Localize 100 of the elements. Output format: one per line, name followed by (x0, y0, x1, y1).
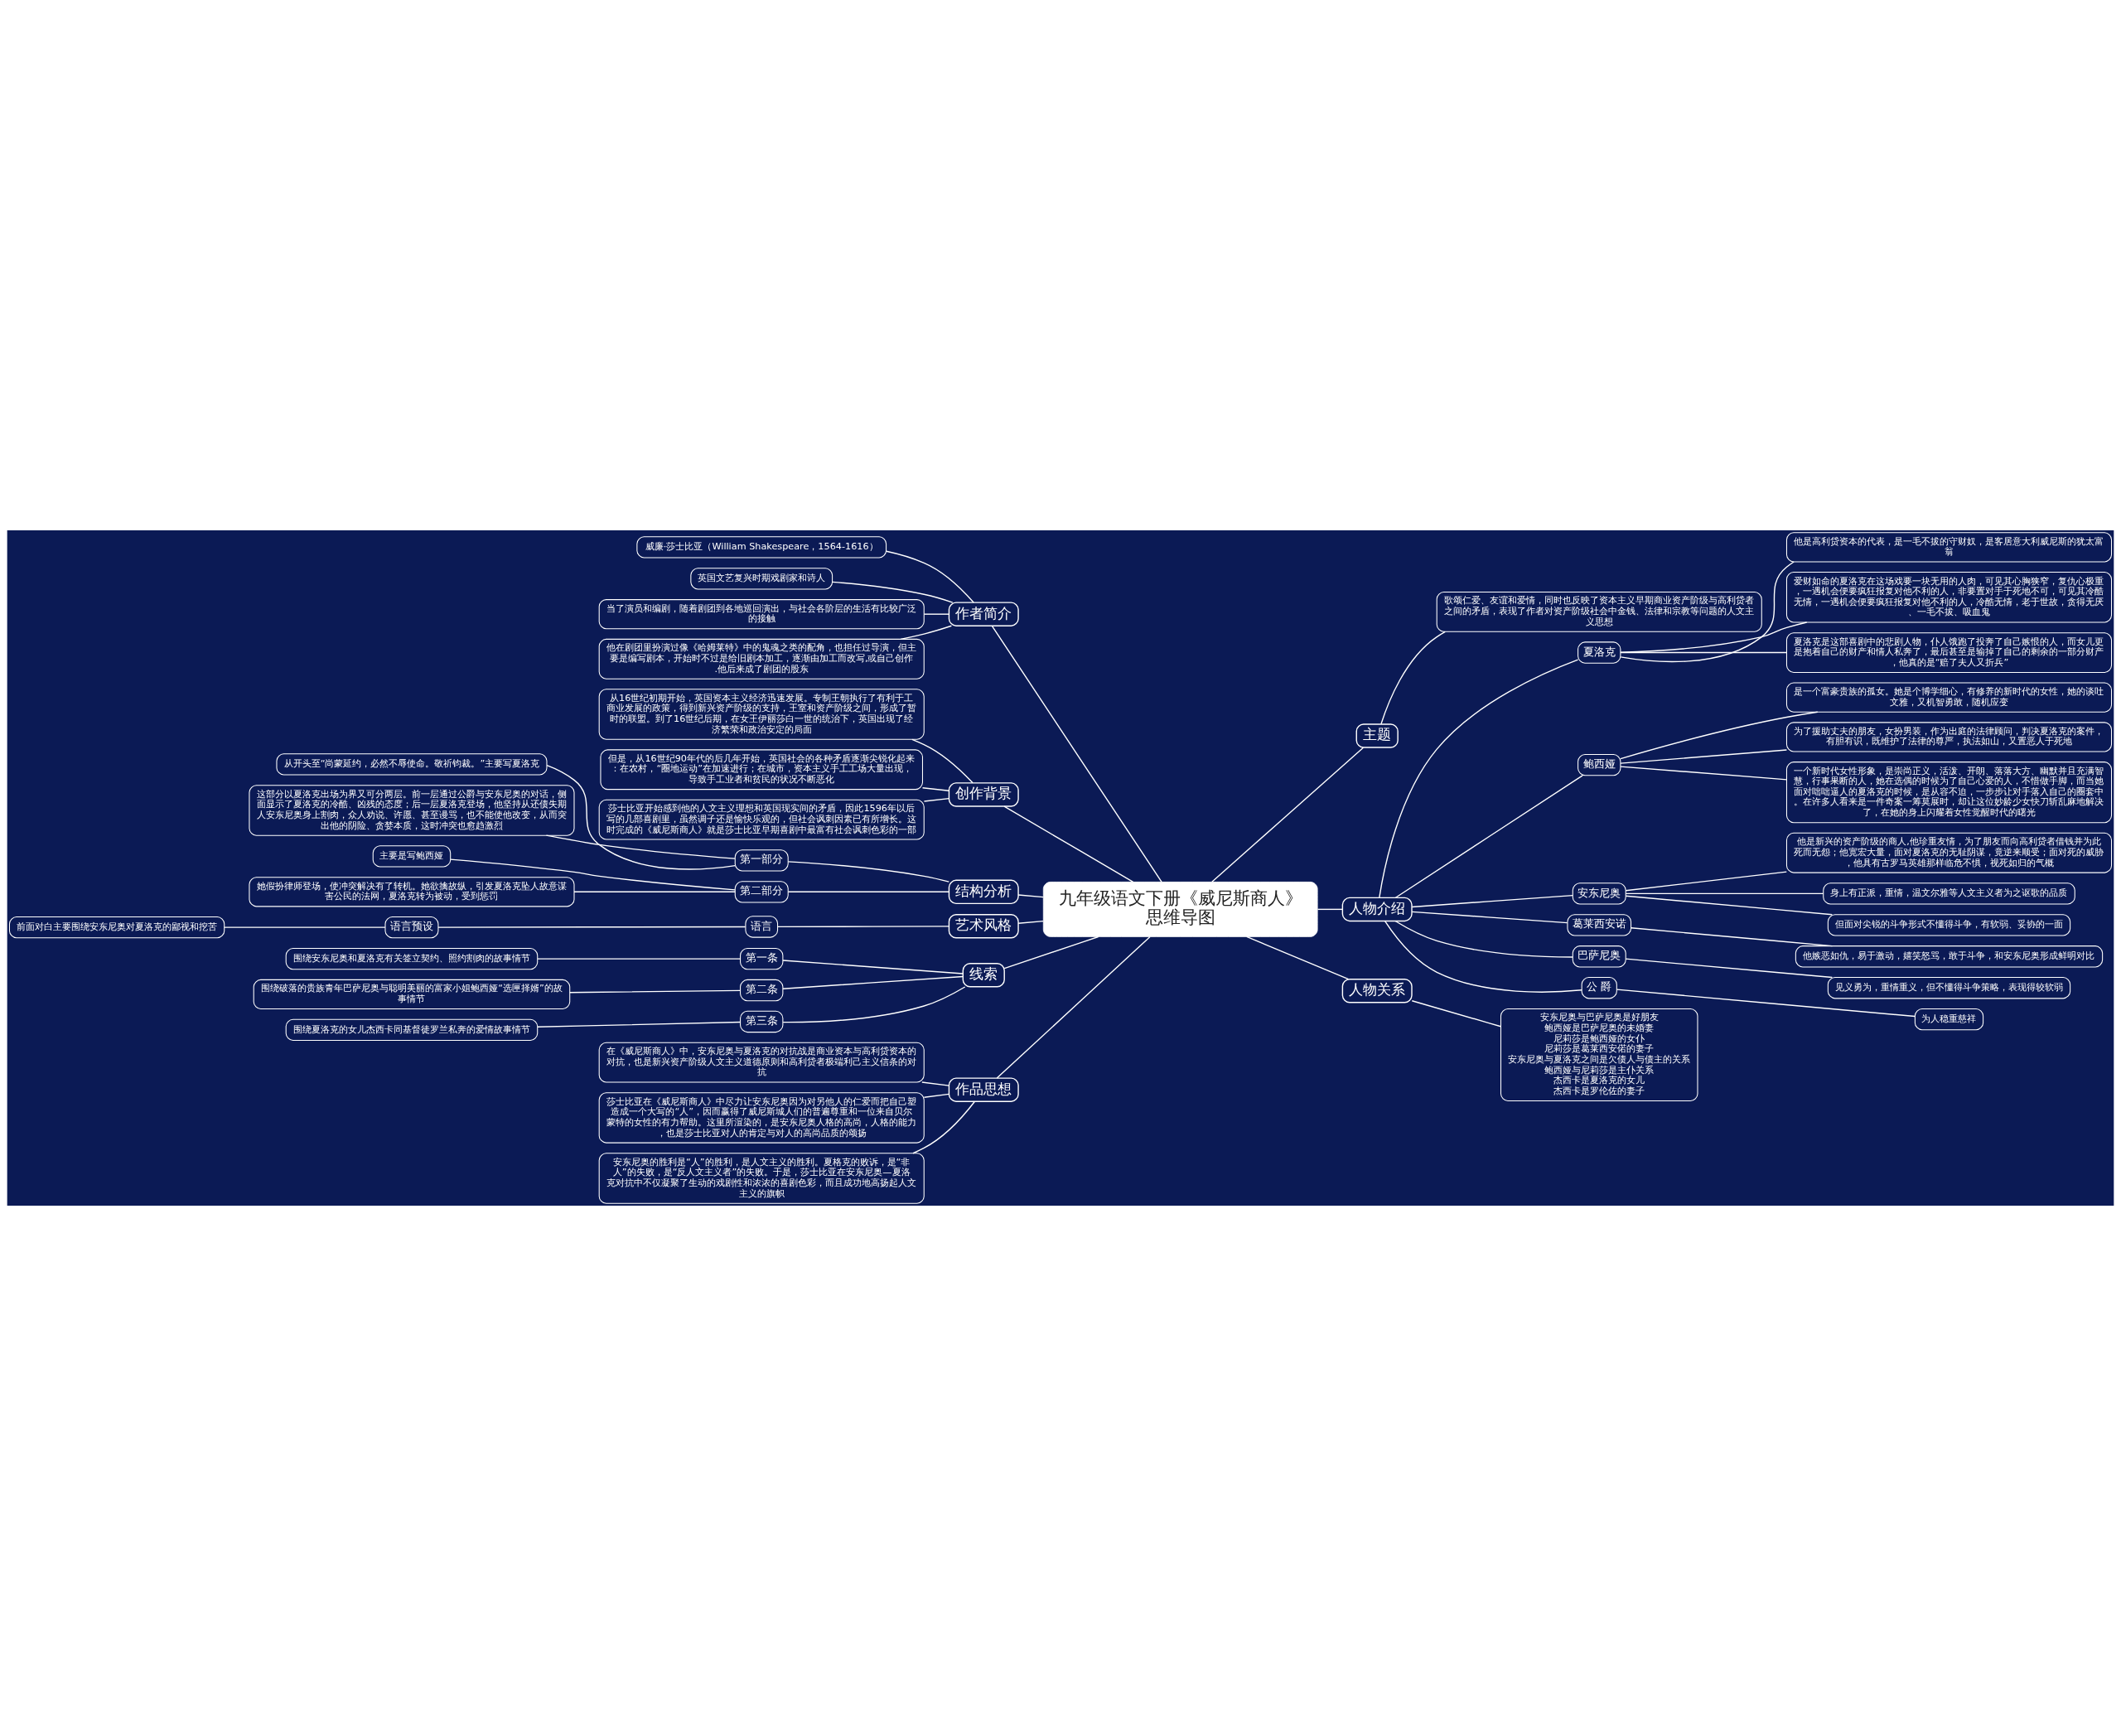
connector (923, 613, 950, 615)
connector (1380, 631, 1447, 725)
node-box: 夏洛克 (1577, 641, 1621, 664)
connector (831, 581, 954, 603)
connector (911, 738, 974, 784)
node-box: 第二部分 (734, 881, 789, 903)
node-box: 他是新兴的资产阶级的商人,他珍重友情，为了朋友而向高利贷者借钱并为此死而无怨；他宽宏大量，面对夏洛克的无耻阴谋，竟逆来顺受；面对死的威胁，他具有古罗马英雄那样临危不惧，视死如归的气概 (1785, 832, 2113, 873)
node-box: 第二条 (740, 979, 784, 1002)
node-box: 威廉·莎士比亚（William Shakespeare，1564-1616） (636, 536, 887, 559)
connector (1620, 766, 1788, 781)
connector (1003, 805, 1134, 883)
node-box: 作者简介 (948, 602, 1019, 626)
connector (1411, 911, 1568, 924)
connector (886, 550, 974, 603)
connector (776, 926, 949, 928)
node-box: 人物关系 (1341, 979, 1413, 1003)
node-box: 夏洛克是这部喜剧中的悲剧人物，仆人饿跑了投奔了自己嫉恨的人，而女儿更是抱着自己的财产和情人私奔了，最后甚至是输掉了自己的剩余的一部分财产，他真的是“赔了夫人又折兵” (1785, 632, 2113, 673)
node-box: 是一个富豪贵族的孤女。她是个博学细心，有修养的新时代的女性，她的谈吐文雅，又机智勇敢，随机应变 (1785, 682, 2113, 713)
node-box: 为人稳重慈祥 (1914, 1008, 1984, 1031)
connector (912, 1100, 976, 1154)
connector (1620, 561, 1795, 663)
node-box: 安东尼奥 (1572, 883, 1626, 905)
connector (1630, 927, 1834, 947)
connector (546, 765, 736, 870)
node-box: 围绕破落的贵族青年巴萨尼奥与聪明美丽的富家小姐鲍西娅“选匣择婿”的故事情节 (253, 979, 571, 1010)
node-box: 她假扮律师登场，使冲突解决有了转机。她欲擒故纵，引发夏洛克坠人故意谋害公民的法网，夏洛克转为被动，受到惩罚 (249, 877, 575, 907)
node-box: 围绕安东尼奥和夏洛克有关签立契约、照约割肉的故事情节 (285, 947, 539, 970)
connector (1246, 936, 1350, 980)
connector (787, 891, 949, 892)
connector (537, 958, 742, 960)
node-box: 语言预设 (384, 916, 439, 939)
connector (923, 797, 950, 802)
connector (1620, 621, 1808, 653)
connector (782, 975, 964, 990)
connector (991, 625, 1162, 883)
node-box: 创作背景 (948, 782, 1019, 807)
node-box: 他是高利贷资本的代表，是一毛不拔的守财奴，是客居意大利威尼斯的犹太富翁 (1785, 532, 2113, 563)
connector (782, 960, 964, 974)
connector (1017, 894, 1044, 898)
node-box: 为了援助丈夫的朋友，女扮男装，作为出庭的法律顾问，判决夏洛克的案件，有胆有识，既维护了法律的尊严，执法如山，又置恶人于死地 (1785, 722, 2113, 752)
node-box: 鲍西娅 (1577, 753, 1621, 776)
node-box: 英国文艺复兴时期戏剧家和诗人 (690, 568, 833, 590)
node-box: 艺术风格 (948, 914, 1019, 939)
node-box: 见义勇为，重情重义，但不懂得斗争策略，表现得较软弱 (1827, 977, 2071, 999)
connector (437, 926, 746, 928)
node-box: 公 爵 (1581, 977, 1617, 999)
connector (573, 891, 736, 892)
connector (1620, 651, 1788, 654)
connector (900, 625, 953, 641)
connector (450, 858, 736, 891)
connector (1411, 1000, 1502, 1028)
node-box: 安东尼奥的胜利是“人”的胜利，是人文主义的胜利。夏格克的败诉，是“非人”的失败，是“反人文主义者”的失败。于是，莎士比亚在安东尼奥—夏洛克对抗中不仅凝聚了生动的戏剧性和浓浓的喜剧色彩，而且成功地高扬起人文主义的旗帜 (598, 1153, 925, 1204)
connector (996, 936, 1151, 1079)
connector (1625, 871, 1788, 892)
connector (782, 986, 966, 1023)
node-box: 他在剧团里扮演过像《哈姆莱特》中的鬼魂之类的配角，也担任过导演，但主要是编写剧本，开始时不过是给旧剧本加工，逐渐由加工而改写,或自己创作.他后来成了剧团的股东 (598, 638, 925, 679)
node-box: 主题 (1355, 723, 1399, 748)
node-box: 歌颂仁爱、友谊和爱情，同时也反映了资本主义早期商业资产阶级与高利贷者之间的矛盾，表现了作者对资产阶级社会中金钱、法律和宗教等问题的人文主义思想 (1436, 591, 1762, 632)
node-box: 身上有正派，重情，温文尔雅等人文主义者为之讴歌的品质 (1823, 883, 2075, 905)
connector (224, 926, 386, 928)
node-box: 但面对尖锐的斗争形式不懂得斗争，有软弱、妥协的一面 (1827, 914, 2071, 936)
node-box: 第三条 (740, 1010, 784, 1033)
connector (1616, 989, 1916, 1018)
connector (923, 1093, 950, 1098)
node-box: 围绕夏洛克的女儿杰西卡同基督徒罗兰私奔的爱情故事情节 (285, 1018, 539, 1041)
connector (921, 1081, 950, 1086)
connector (1394, 775, 1583, 898)
node-box: 葛莱西安诺 (1567, 914, 1632, 936)
node-box: 这部分以夏洛克出场为界又可分两层。前一层通过公爵与安东尼奥的对话，侧面显示了夏洛克的冷酷、凶残的态度；后一层夏洛克登场，他坚持从还债失期人安东尼奥身上割肉，众人劝说、许愿、甚至谩骂，也不能使他改变，从而突出他的阴险、贪婪本质，这时冲突也愈趋激烈 (249, 785, 575, 836)
node-box: 莎士比亚在《威尼斯商人》中尽力让安东尼奥因为对另他人的仁爱而把自己塑造成一个大写的“人”，因而赢得了威尼斯城人们的普遍尊重和一位来自贝尔蒙特的女性的有力帮助。这里所渲染的，是安东尼奥人格的高尚，人格的能力，也是莎士比亚对人的肯定与对人的高尚品质的颂扬 (598, 1092, 925, 1144)
node-box: 第一条 (740, 947, 784, 970)
node-box: 九年级语文下册《威尼斯商人》思维导图 (1042, 882, 1318, 937)
connector (1411, 894, 1573, 908)
connector (1625, 892, 1824, 895)
node-box: 结构分析 (948, 879, 1019, 905)
node-box: 莎士比亚开始感到他的人文主义理想和英国现实间的矛盾，因此1596年以后写的几部喜剧里，虽然调子还是愉快乐观的，但社会讽刺因素已有所增长。这时完成的《威尼斯商人》就是莎士比亚早期喜剧中最富有社会讽刺色彩的一部 (598, 799, 925, 840)
connector (1317, 908, 1343, 911)
node-box: 第一部分 (734, 849, 789, 872)
connector (921, 787, 949, 791)
connector (1384, 920, 1582, 993)
node-box: 巴萨尼奥 (1572, 945, 1626, 968)
connector (537, 1021, 742, 1028)
connector (1625, 958, 1834, 979)
node-box: 人物介绍 (1341, 897, 1413, 922)
connector (1379, 659, 1579, 898)
node-box: 主要是写鲍西娅 (372, 845, 452, 868)
node-box: 爱财如命的夏洛克在这场戏要一块无用的人肉，可见其心胸狭窄，复仇心极重，一遇机会便要疯狂报复对他不利的人，非要置对手于死地不可，可见其冷酷无情，一遇机会便要疯狂报复对他不利的人，冷酷无情，老于世故，贪得无厌、一毛不拔、吸血鬼 (1785, 572, 2113, 623)
connector (569, 989, 742, 994)
connector (1017, 920, 1044, 924)
node-box: 他嫉恶如仇，易于激动，嬉笑怒骂，敢于斗争，和安东尼奥形成鲜明对比 (1795, 945, 2104, 968)
node-box: 线索 (962, 963, 1005, 988)
node-box: 语言 (745, 916, 779, 938)
node-box: 前面对白主要围绕安东尼奥对夏洛克的鄙视和挖苦 (8, 916, 225, 939)
connector (1620, 749, 1788, 764)
connector (787, 861, 950, 883)
connector (1394, 920, 1573, 958)
node-box: 从开头至“尚蒙延约，必然不辱使命。敬祈钧裁。”主要写夏洛克 (276, 753, 548, 776)
connector (1211, 747, 1365, 883)
node-box: 在《威尼斯商人》中，安东尼奥与夏洛克的对抗战是商业资本与高利贷资本的对抗，也是新兴资产阶级人文主义道德原则和高利贷者极端利己主义信条的对抗 (598, 1042, 925, 1083)
node-box: 作品思想 (948, 1077, 1019, 1102)
